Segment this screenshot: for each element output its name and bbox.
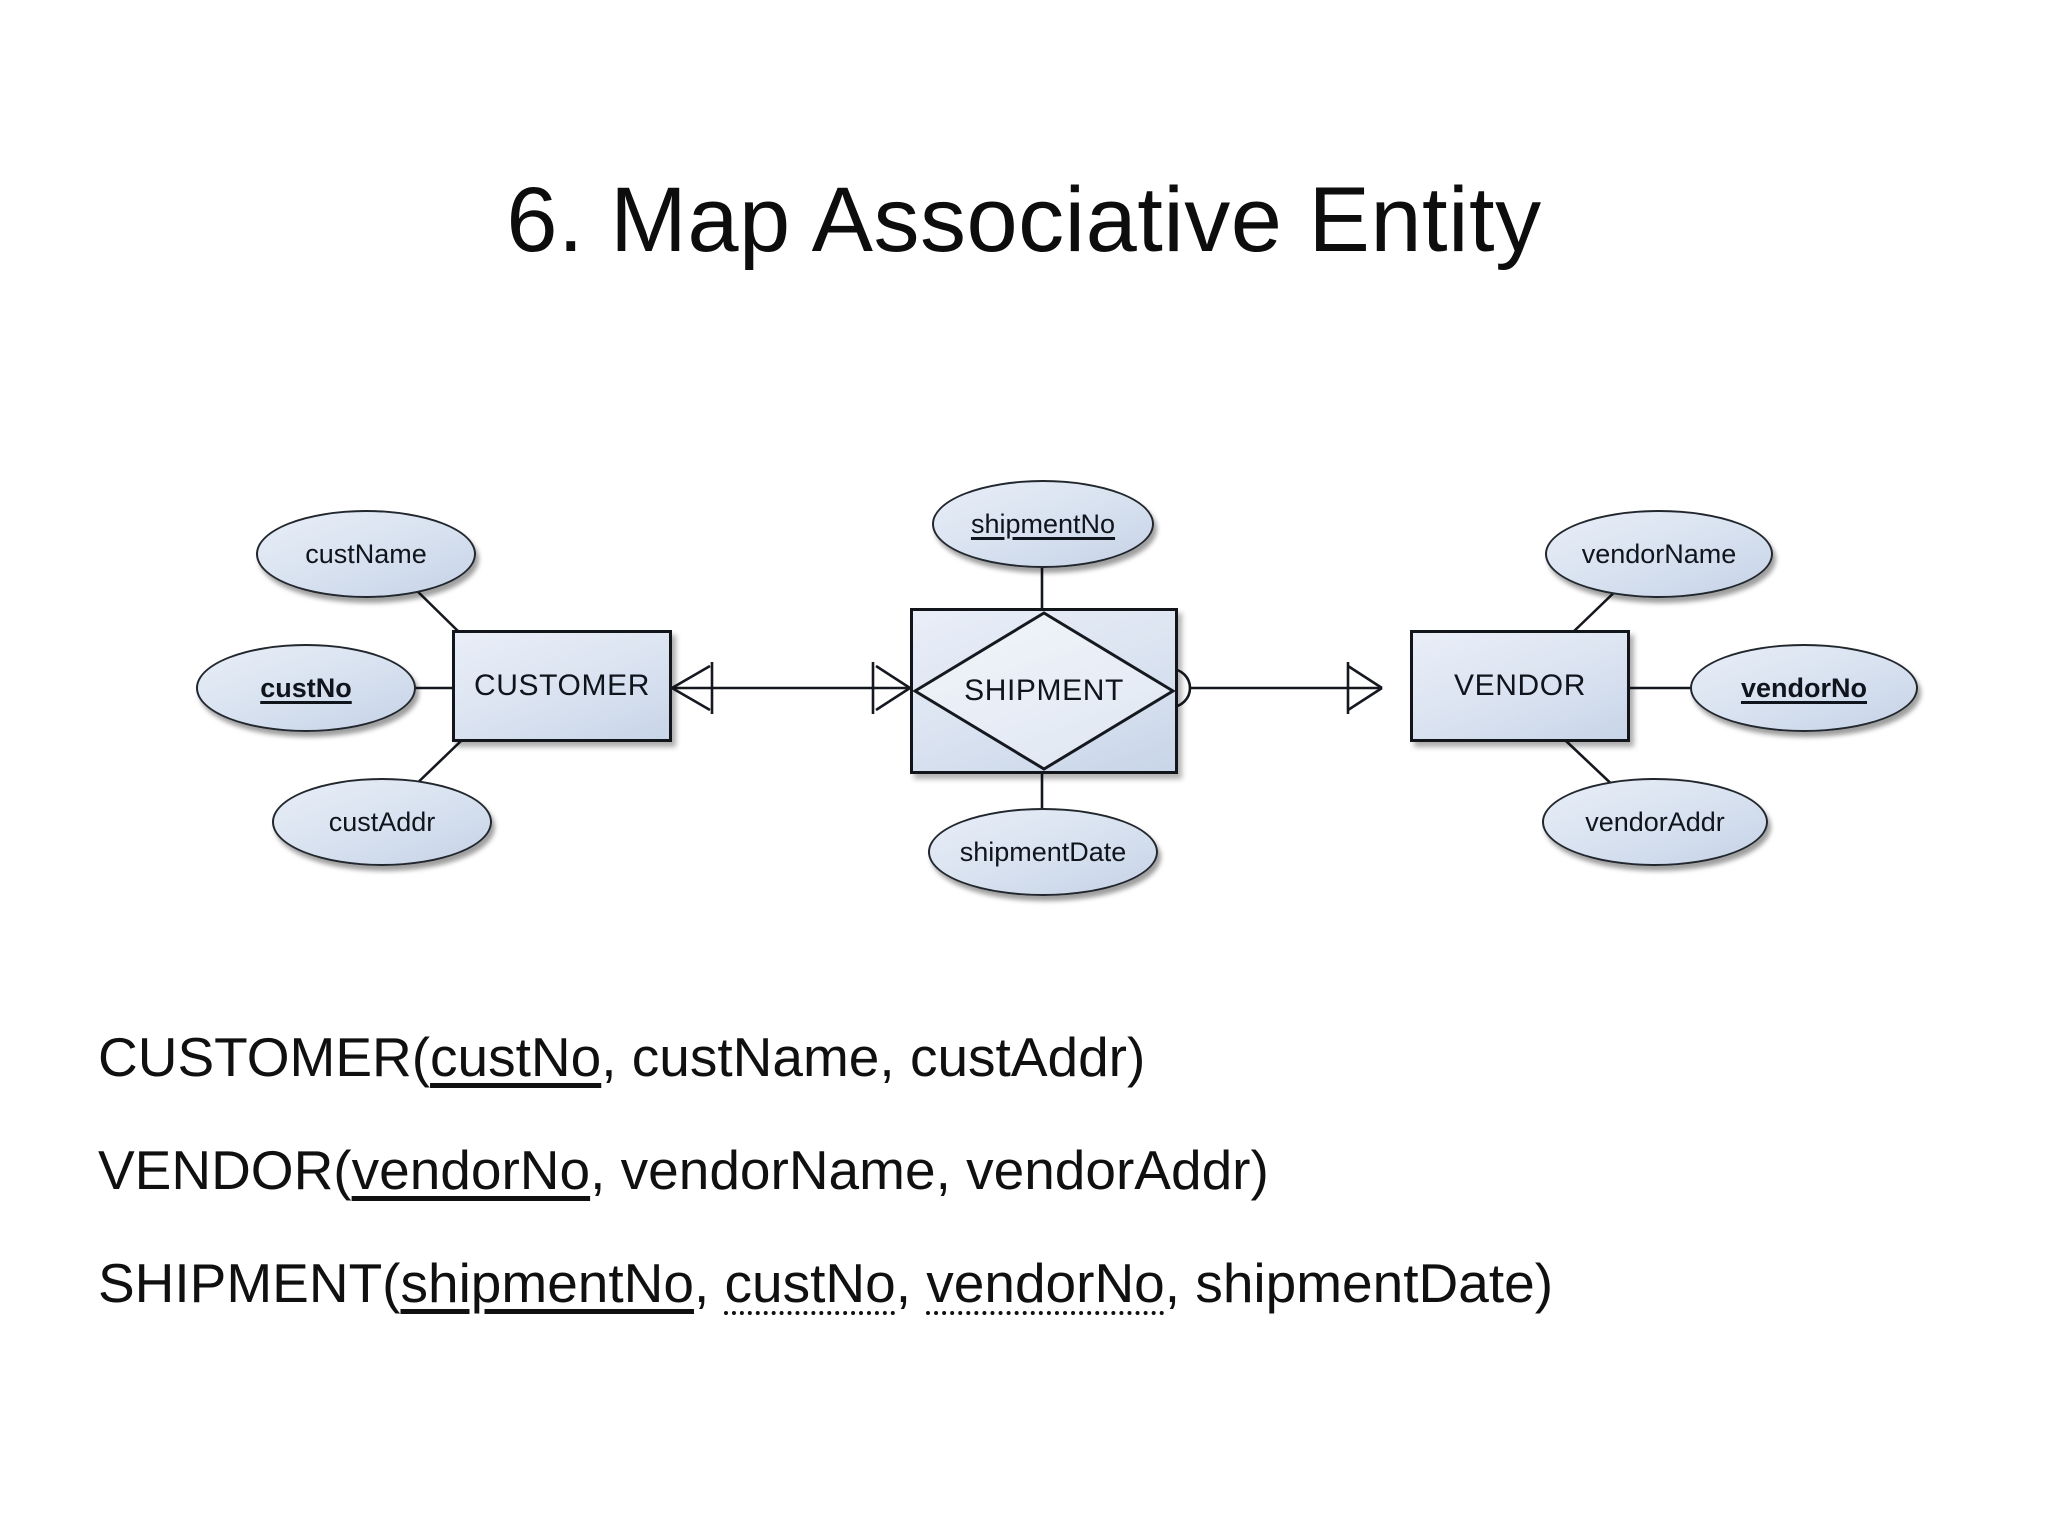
attribute-shipmentno-label: shipmentNo: [970, 508, 1116, 539]
attribute-vendoraddr: vendorAddr: [1542, 778, 1768, 866]
attribute-vendorno-label: vendorNo: [1740, 672, 1867, 703]
schema-separator: ,: [935, 1139, 967, 1201]
relation-name: SHIPMENT(: [98, 1252, 401, 1314]
schema-separator: ,: [693, 1252, 725, 1314]
relation-name: CUSTOMER(: [98, 1026, 431, 1088]
schema-separator: ,: [895, 1252, 927, 1314]
attribute-vendoraddr-label: vendorAddr: [1585, 806, 1725, 837]
schema-attribute-custname: custName: [631, 1026, 880, 1088]
schema-attribute-vendorno: vendorNo: [926, 1252, 1165, 1314]
attribute-custname: custName: [256, 510, 476, 598]
associative-entity-shipment: SHIPMENT: [910, 608, 1178, 774]
attribute-vendorname-label: vendorName: [1581, 538, 1737, 569]
relation-close-paren: ): [1534, 1252, 1554, 1314]
attribute-custno-label: custNo: [260, 672, 352, 703]
attribute-shipmentdate: shipmentDate: [928, 808, 1158, 896]
schema-attribute-vendorname: vendorName: [620, 1139, 936, 1201]
attribute-custno: custNo: [196, 644, 416, 732]
schema-separator: ,: [1164, 1252, 1196, 1314]
schema-separator: ,: [879, 1026, 910, 1088]
schema-attribute-vendorno: vendorNo: [351, 1139, 591, 1201]
relation-close-paren: ): [1250, 1139, 1269, 1201]
schema-attribute-shipmentdate: shipmentDate: [1195, 1252, 1535, 1314]
relational-schema-list: CUSTOMER(custNo, custName, custAddr) VEN…: [98, 1030, 1958, 1369]
er-diagram: custName custNo custAddr CUSTOMER shipme…: [0, 330, 2048, 930]
relation-name: VENDOR(: [98, 1139, 352, 1201]
schema-attribute-shipmentno: shipmentNo: [400, 1252, 694, 1314]
schema-attribute-custaddr: custAddr: [909, 1026, 1127, 1088]
attribute-custaddr-label: custAddr: [328, 806, 436, 837]
page-title: 6. Map Associative Entity: [506, 168, 1542, 271]
entity-customer: CUSTOMER: [452, 630, 672, 742]
schema-line-vendor: VENDOR(vendorNo, vendorName, vendorAddr): [98, 1143, 1958, 1198]
attribute-shipmentno: shipmentNo: [932, 480, 1154, 568]
attribute-vendorno: vendorNo: [1690, 644, 1918, 732]
schema-separator: ,: [590, 1139, 621, 1201]
schema-attribute-custno: custNo: [724, 1252, 896, 1314]
schema-line-shipment: SHIPMENT(shipmentNo, custNo, vendorNo, s…: [98, 1256, 1958, 1311]
associative-entity-shipment-label: SHIPMENT: [964, 674, 1124, 707]
schema-attribute-custno: custNo: [430, 1026, 602, 1088]
attribute-vendorname: vendorName: [1545, 510, 1773, 598]
relationship-diamond: [913, 611, 1175, 771]
attribute-custaddr: custAddr: [272, 778, 492, 866]
entity-vendor: VENDOR: [1410, 630, 1630, 742]
entity-vendor-label: VENDOR: [1454, 669, 1586, 702]
schema-line-customer: CUSTOMER(custNo, custName, custAddr): [98, 1030, 1958, 1085]
associative-entity-shipment-label-wrap: SHIPMENT: [913, 611, 1175, 771]
entity-customer-label: CUSTOMER: [474, 669, 650, 702]
attribute-shipmentdate-label: shipmentDate: [959, 836, 1127, 867]
relation-close-paren: ): [1127, 1026, 1146, 1088]
attribute-custname-label: custName: [305, 538, 427, 569]
schema-attribute-vendoraddr: vendorAddr: [966, 1139, 1251, 1201]
schema-separator: ,: [601, 1026, 632, 1088]
